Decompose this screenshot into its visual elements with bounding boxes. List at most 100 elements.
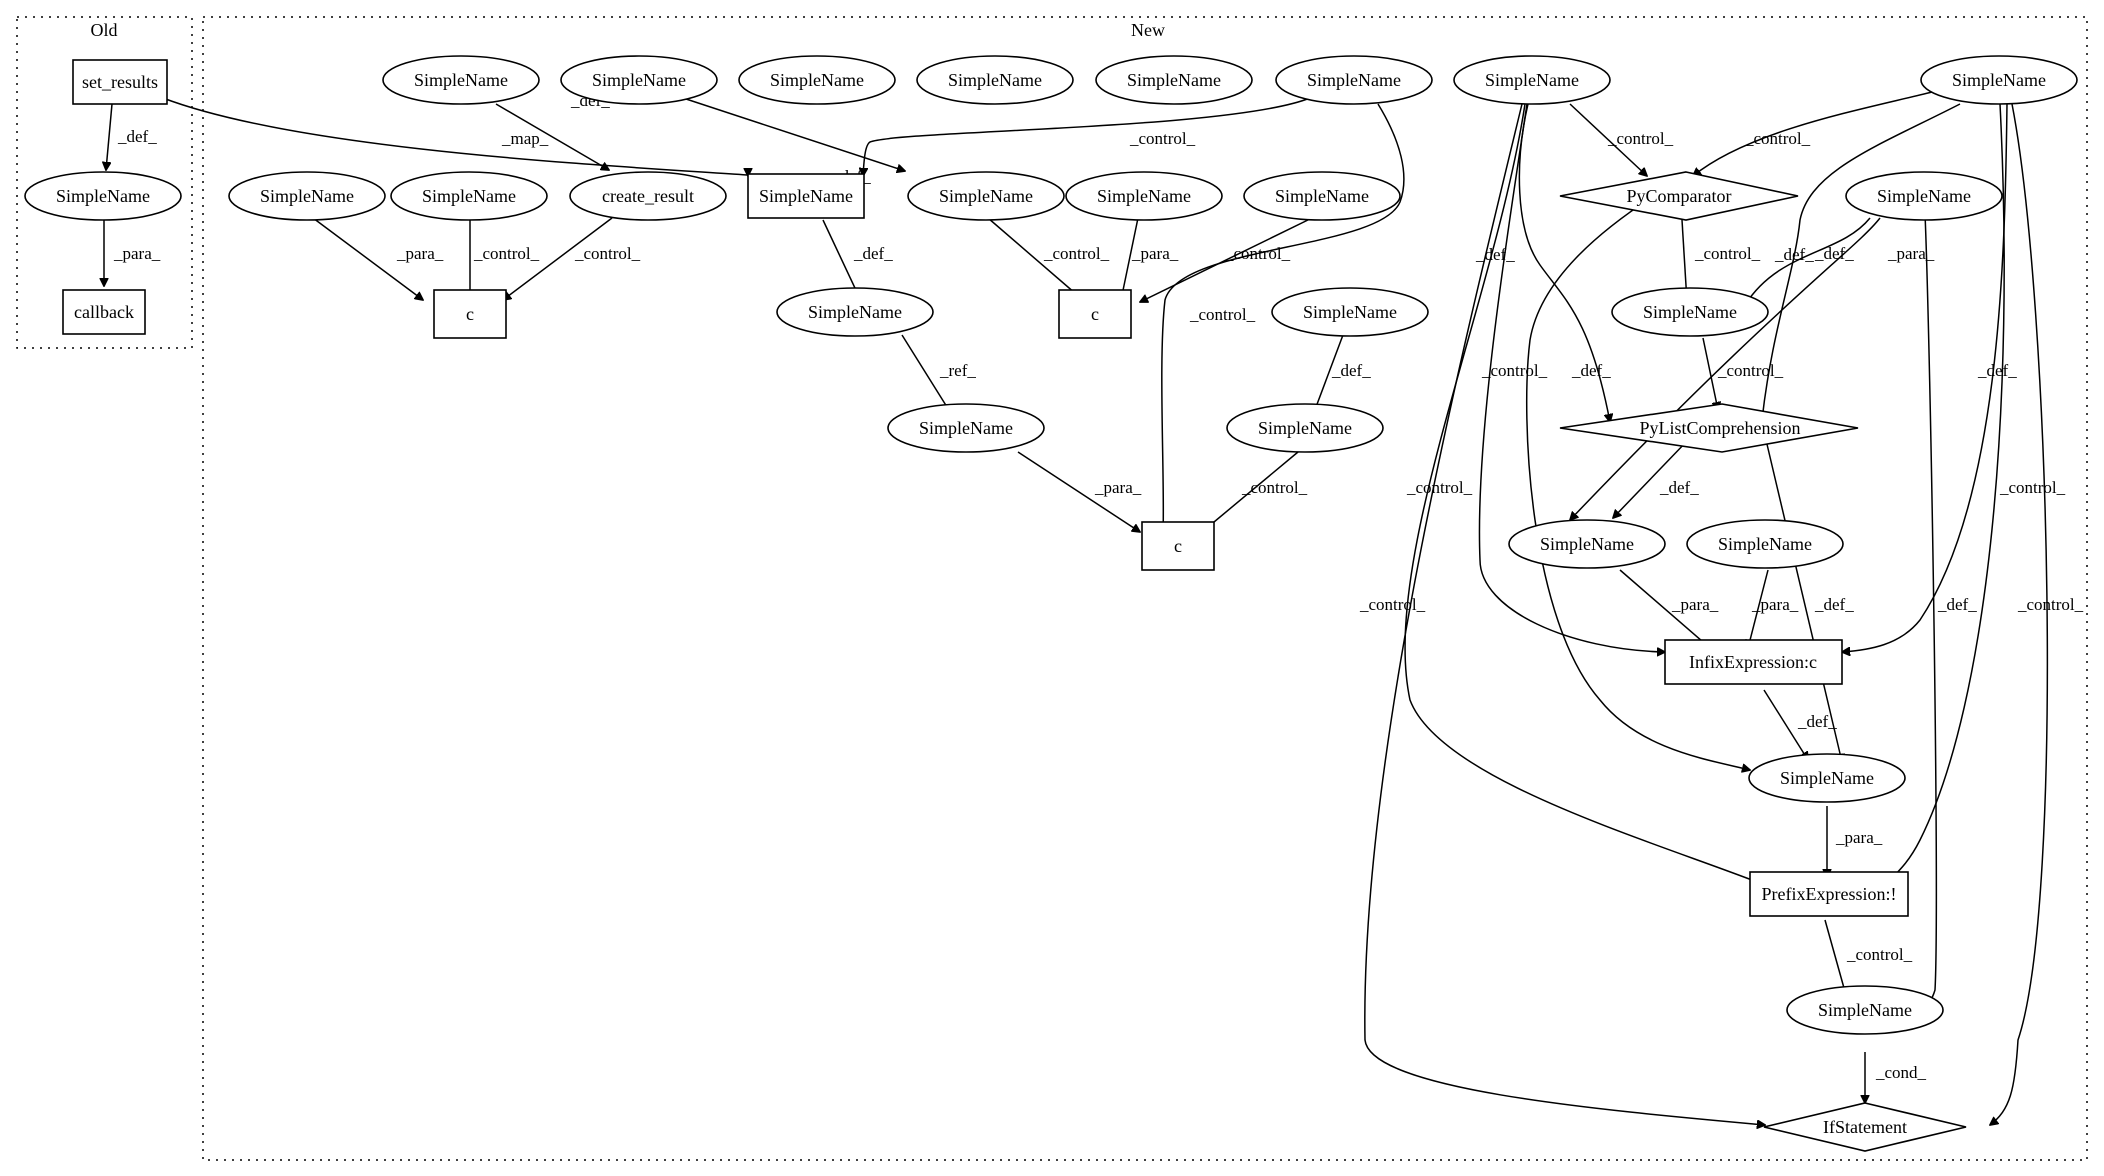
node-simplename[interactable]: SimpleName <box>1686 519 1844 569</box>
node-simplename[interactable]: SimpleName <box>1275 55 1433 105</box>
edge-label: _control_ <box>1189 305 1256 324</box>
edge-label: _def_ <box>1797 712 1837 731</box>
node-simplename[interactable]: SimpleName <box>1271 287 1429 337</box>
node-c[interactable]: c <box>433 289 507 339</box>
node-label: callback <box>74 302 134 322</box>
node-label: SimpleName <box>1643 302 1737 322</box>
edge-def: _def_ <box>1765 439 1854 762</box>
node-simplename[interactable]: SimpleName <box>1611 287 1769 337</box>
node-label: SimpleName <box>948 70 1042 90</box>
edge-label: _def_ <box>1774 245 1814 264</box>
edge-label: _control_ <box>574 244 641 263</box>
node-simplename[interactable]: SimpleName <box>1845 171 2003 221</box>
node-simplename[interactable]: SimpleName <box>1920 55 2078 105</box>
cluster-new-label: New <box>1131 20 1165 40</box>
edge-label: _def_ <box>1977 361 2017 380</box>
edge-def: _def_ <box>1525 191 1750 770</box>
node-label: SimpleName <box>1877 186 1971 206</box>
node-label: PyComparator <box>1627 186 1732 206</box>
edge-def: _def_ <box>106 103 157 170</box>
node-simplename[interactable]: SimpleName <box>916 55 1074 105</box>
edge-control: _control_ <box>470 218 540 300</box>
node-pycomparator[interactable]: PyComparator <box>1559 171 1799 221</box>
edges: _def_ _para_ _map_ _def_ _def_ _control_… <box>104 91 2084 1125</box>
edge-label: _map_ <box>501 129 549 148</box>
node-create-result[interactable]: SimpleName <box>747 173 865 219</box>
node-simplename[interactable]: SimpleName <box>390 171 548 221</box>
edge-def: _def_ <box>1763 689 1837 760</box>
edge-para: _para_ <box>1121 217 1179 300</box>
node-simplename[interactable]: SimpleName <box>1095 55 1253 105</box>
node-callback[interactable]: callback <box>62 289 146 335</box>
node-simplename[interactable]: SimpleName <box>1065 171 1223 221</box>
node-ifstatement[interactable]: IfStatement <box>1763 1102 1967 1152</box>
edge-label: _control_ <box>1406 478 1473 497</box>
edge-para: _para_ <box>1748 569 1799 648</box>
node-c[interactable]: c <box>1058 289 1132 339</box>
edge-control: _control_ <box>1890 103 2066 880</box>
node-simplename[interactable]: SimpleName <box>560 55 718 105</box>
edge-label: _control_ <box>1129 129 1196 148</box>
edge-def: _para_ <box>1745 217 1935 305</box>
edge-para: _para_ <box>1619 569 1719 648</box>
node-c[interactable]: c <box>1141 521 1215 571</box>
edge-para: _para_ <box>104 215 161 286</box>
edge-control: _control_ <box>987 217 1110 300</box>
edge-control: _control_ <box>1140 217 1313 302</box>
node-set-results[interactable]: set_results <box>72 59 168 105</box>
node-simplename[interactable]: SimpleName <box>1508 519 1666 569</box>
node-simplename[interactable]: SimpleName <box>228 171 386 221</box>
cluster-old-label: Old <box>91 20 118 40</box>
edge-label: _para_ <box>113 244 161 263</box>
node-label: InfixExpression:c <box>1689 652 1817 672</box>
node-label: SimpleName <box>56 186 150 206</box>
edge-control: _control_ <box>503 217 641 300</box>
node-label: SimpleName <box>422 186 516 206</box>
edge-label: _control_ <box>1043 244 1110 263</box>
edge-para: _para_ <box>1827 806 1883 877</box>
edge-label: _def_ <box>117 127 157 146</box>
node-label: SimpleName <box>1952 70 2046 90</box>
node-label: SimpleName <box>592 70 686 90</box>
node-label: SimpleName <box>919 418 1013 438</box>
edge-label: _para_ <box>1094 478 1142 497</box>
edge-label: _control_ <box>1607 129 1674 148</box>
node-simplename[interactable]: SimpleName <box>1786 985 1944 1035</box>
node-infixexpression[interactable]: InfixExpression:c <box>1664 639 1843 685</box>
node-prefixexpression[interactable]: PrefixExpression:! <box>1749 871 1909 917</box>
node-label: SimpleName <box>1127 70 1221 90</box>
edge-label: _control_ <box>1359 595 1426 614</box>
node-pylistcomprehension[interactable]: PyListComprehension <box>1559 403 1859 453</box>
node-label: SimpleName <box>770 70 864 90</box>
edge-label: _control_ <box>1717 361 1784 380</box>
node-simplename[interactable]: SimpleName <box>738 55 896 105</box>
edge-label: _cond_ <box>1875 1063 1927 1082</box>
cluster-new: New <box>202 16 2088 1161</box>
edge-label: _para_ <box>1887 244 1935 263</box>
edge-label: _control_ <box>1241 478 1308 497</box>
node-label: PrefixExpression:! <box>1762 884 1897 904</box>
node-simplename[interactable]: SimpleName <box>24 171 182 221</box>
node-simplename[interactable]: SimpleName <box>1226 403 1384 453</box>
node-simplename[interactable]: SimpleName <box>776 287 934 337</box>
edge-label: _control_ <box>1744 129 1811 148</box>
edge-control: _control_ <box>1693 91 1933 176</box>
node-simplename[interactable]: SimpleName <box>1748 753 1906 803</box>
edge-control: _control_ <box>1359 103 1765 1125</box>
edge-label: _para_ <box>1671 595 1719 614</box>
edge-label: _para_ <box>396 244 444 263</box>
node-simplename[interactable]: SimpleName <box>907 171 1065 221</box>
node-label: SimpleName <box>1097 186 1191 206</box>
node-label: SimpleName <box>1485 70 1579 90</box>
node-label: SimpleName <box>759 186 853 206</box>
node-simplename[interactable]: SimpleName <box>382 55 540 105</box>
edge-label: _def_ <box>1937 595 1977 614</box>
node-simplename[interactable]: SimpleName <box>1453 55 1611 105</box>
node-simplename[interactable]: SimpleName <box>1243 171 1401 221</box>
node-simplename[interactable]: create_result <box>569 171 727 221</box>
edge-control: _control_ <box>1404 103 1765 885</box>
edge-control: _control_ <box>1569 103 1674 176</box>
edge-control: _control_ <box>863 97 1311 176</box>
node-simplename[interactable]: SimpleName <box>887 403 1045 453</box>
edge-label: _def_ <box>1659 478 1699 497</box>
